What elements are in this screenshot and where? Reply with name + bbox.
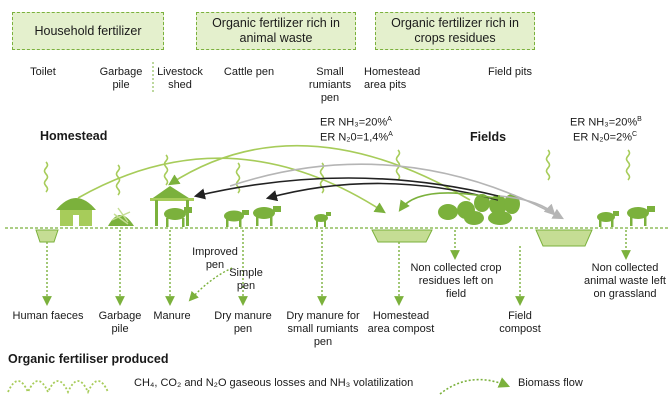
flow-arrow xyxy=(229,163,564,220)
label-improved-pen: Improved pen xyxy=(192,246,238,271)
flow-arrow xyxy=(398,192,505,212)
output-dry-manure-pen: Dry manure pen xyxy=(214,310,272,335)
output-field-compost: Field compost xyxy=(499,310,541,335)
label-toilet: Toilet xyxy=(30,66,56,78)
gas-wiggle xyxy=(235,162,241,194)
garbage-pile-icon xyxy=(108,207,134,226)
er-homestead-n2o: ER N₂0=1,4%A xyxy=(320,131,393,144)
flow-arrow xyxy=(265,182,499,202)
er-fields-n2o: ER N₂0=2%C xyxy=(573,131,638,144)
output-non-collected-animal: Non collected animal waste left on grass… xyxy=(584,262,666,300)
pen-arrow xyxy=(188,267,233,302)
output-homestead-compost: Homestead area compost xyxy=(367,310,435,335)
er-homestead-nh3: ER NH₃=20%A xyxy=(320,116,392,129)
homestead-pit xyxy=(371,229,433,243)
output-garbage-pile: Garbage pile xyxy=(98,310,142,335)
crops-icon xyxy=(438,194,520,225)
cow-icon xyxy=(597,211,619,227)
goat-icon xyxy=(314,212,331,227)
gas-wiggle xyxy=(115,164,121,196)
output-non-collected-crop: Non collected crop residues left on fiel… xyxy=(410,262,502,300)
field-pit xyxy=(535,229,593,247)
output-manure: Manure xyxy=(153,310,191,322)
gas-wiggle xyxy=(625,149,631,181)
legend-title: Organic fertiliser produced xyxy=(8,352,169,366)
label-field-pits: Field pits xyxy=(487,66,533,78)
cow-icon xyxy=(253,206,281,226)
legend-flow-icon xyxy=(439,377,511,395)
cow-icon xyxy=(627,206,655,226)
toilet-pit xyxy=(35,229,59,243)
flow-arrow xyxy=(499,195,556,216)
gas-wiggle xyxy=(545,149,551,181)
legend-gas-losses: CH₄, CO₂ and N₂O gaseous losses and NH₃ … xyxy=(134,377,414,389)
label-cattle-pen: Cattle pen xyxy=(223,66,275,78)
gas-wiggle xyxy=(43,161,49,193)
flow-arrow xyxy=(193,177,499,200)
output-dry-manure-small: Dry manure for small rumiants pen xyxy=(286,310,360,348)
cow-icon xyxy=(164,207,192,227)
gas-wiggle xyxy=(163,154,169,186)
legend-gas-icon xyxy=(7,380,109,395)
er-fields-nh3: ER NH₃=20%B xyxy=(570,116,642,129)
label-garbage-pile: Garbage pile xyxy=(99,66,143,91)
label-small-ruminants-pen: Small rumiants pen xyxy=(308,66,352,104)
header-crop-residues: Organic fertilizer rich in crops residue… xyxy=(375,12,535,50)
livestock-shed-icon xyxy=(150,186,194,226)
cow-icon xyxy=(224,210,249,227)
label-homestead-area-pits: Homestead area pits xyxy=(364,66,421,91)
flow-arrow xyxy=(168,144,471,201)
label-simple-pen: Simple pen xyxy=(229,267,263,292)
label-livestock-shed: Livestock shed xyxy=(157,66,203,91)
zone-fields: Fields xyxy=(470,130,507,144)
output-human-faeces: Human faeces xyxy=(12,310,84,322)
zone-homestead: Homestead xyxy=(40,129,108,143)
hut-icon xyxy=(56,198,96,226)
header-household: Household fertilizer xyxy=(12,12,164,50)
header-animal-waste: Organic fertilizer rich in animal waste xyxy=(196,12,356,50)
flow-arrow xyxy=(77,157,386,214)
legend-biomass-flow: Biomass flow xyxy=(518,377,583,389)
